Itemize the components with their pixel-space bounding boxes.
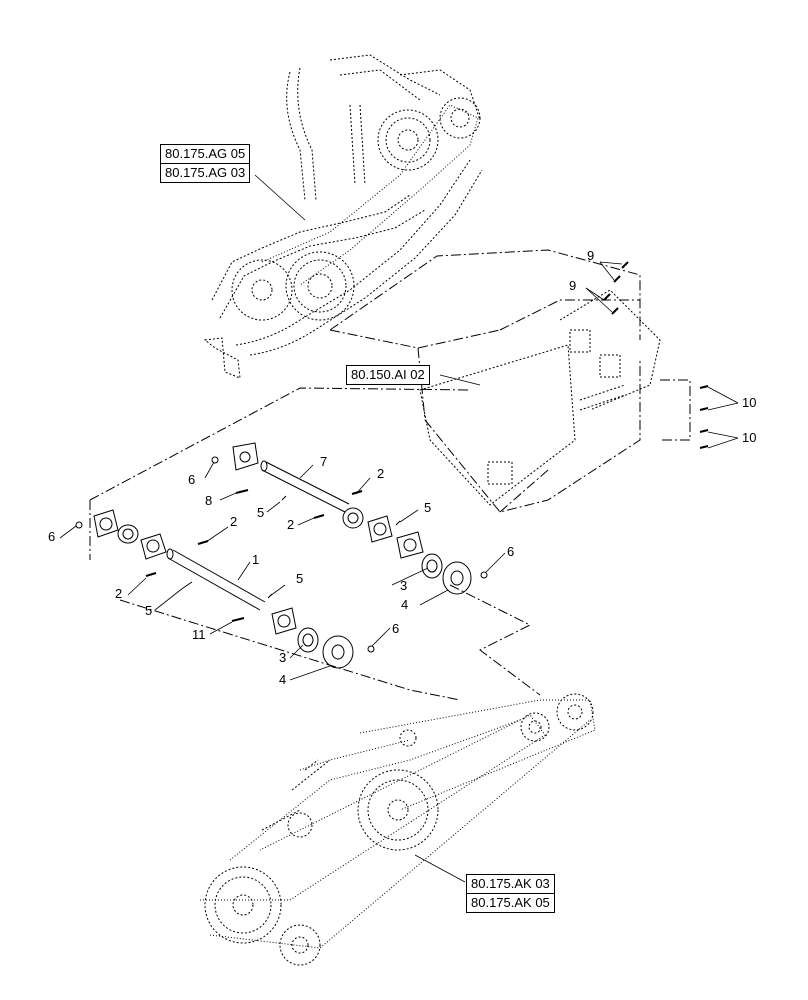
top-drive-assembly [203,54,483,379]
callout-5: 5 [296,571,304,586]
callout-3: 3 [400,578,408,593]
callout-7: 7 [320,454,328,469]
callout-10: 10 [742,395,757,410]
callout-8: 8 [205,493,213,508]
bearing-flanges [93,442,472,669]
ref-box-top-assembly[interactable]: 80.175.AG 05 80.175.AG 03 [160,144,251,183]
ref-label[interactable]: 80.175.AK 05 [467,893,554,912]
callout-11: 11 [192,627,206,642]
lower-sprockets [204,693,594,966]
callout-5: 5 [257,505,265,520]
lower-chain-drive [200,699,596,949]
callout-9: 9 [569,278,577,293]
callout-9: 9 [587,248,595,263]
callout-6: 6 [48,529,56,544]
callout-2: 2 [377,466,385,481]
ref-label[interactable]: 80.175.AK 03 [471,876,550,891]
ref-label[interactable]: 80.175.AG 05 [165,146,246,161]
callout-2: 2 [287,517,295,532]
callout-6: 6 [392,621,400,636]
ref-box-frame[interactable]: 80.150.AI 02 [346,365,430,385]
callout-2: 2 [230,514,238,529]
callout-4: 4 [279,672,287,687]
callout-2: 2 [115,586,123,601]
ref-box-chain-drive[interactable]: 80.175.AK 03 80.175.AK 05 [466,874,555,913]
callout-4: 4 [401,597,409,612]
callout-1: 1 [252,552,260,567]
callout-3: 3 [279,650,287,665]
callout-10: 10 [742,430,757,445]
ref-label[interactable]: 80.175.AG 03 [161,163,250,182]
top-chain-run [261,104,479,286]
frame-plate [419,289,661,506]
callout-5: 5 [424,500,432,515]
shaft-assembly-outline [89,379,691,701]
leader-lines [59,174,739,883]
ref-label[interactable]: 80.150.AI 02 [351,367,425,382]
upper-shaft-7 [260,460,350,513]
callout-6: 6 [507,544,515,559]
callout-6: 6 [188,472,196,487]
pins-bolts-nuts [75,261,709,653]
lower-shaft-1 [166,548,266,611]
callout-5: 5 [145,603,153,618]
